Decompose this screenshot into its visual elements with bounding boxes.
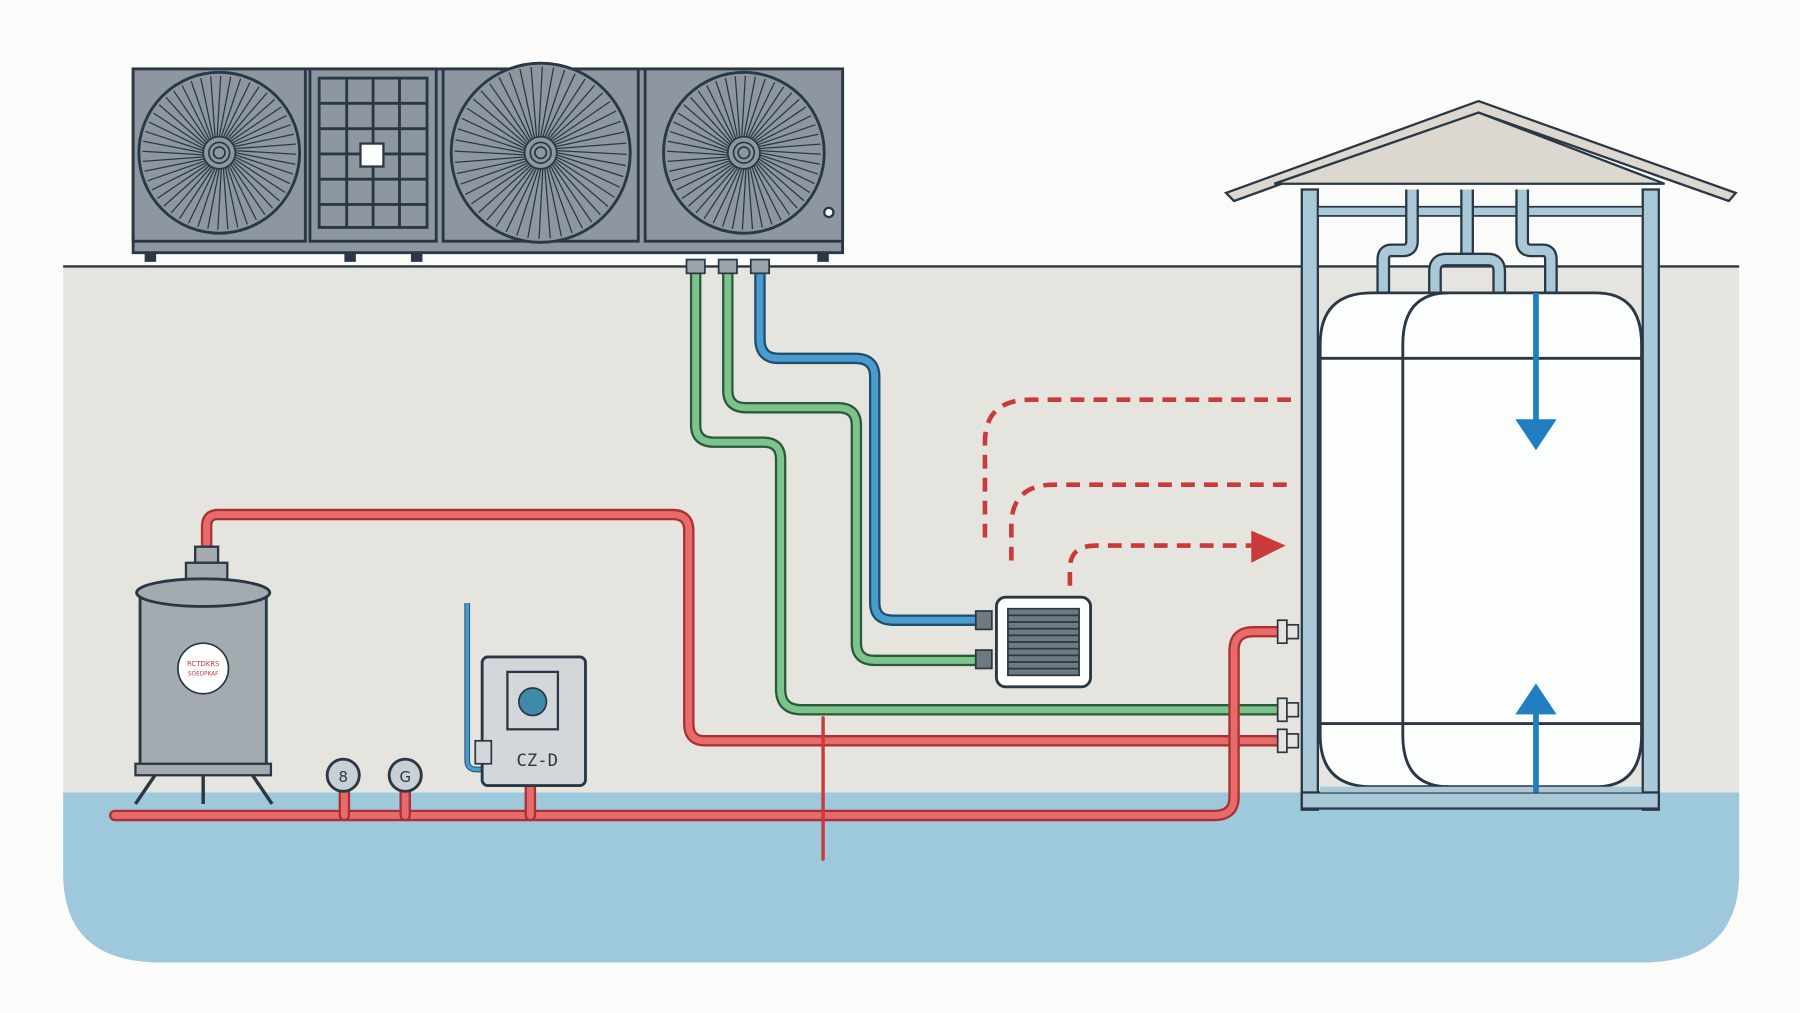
fan-3 bbox=[662, 70, 826, 235]
controller-label: CZ-D bbox=[517, 751, 558, 771]
gauge-2: G bbox=[387, 757, 423, 793]
indicator-light bbox=[359, 142, 385, 168]
refrigerant-pipes bbox=[689, 260, 1286, 716]
roof bbox=[1223, 99, 1738, 203]
gauge-1-glyph: 8 bbox=[338, 768, 347, 786]
heat-exchanger bbox=[974, 595, 1092, 689]
pipe-fittings bbox=[685, 258, 770, 275]
tank-connectors bbox=[1276, 619, 1300, 754]
flow-arrow-head bbox=[1251, 530, 1286, 563]
pressure-tank-label bbox=[177, 642, 230, 695]
pressure-tank-label-line2: SOEDPKAF bbox=[188, 671, 219, 677]
tank-arrow-down bbox=[1515, 292, 1557, 451]
floor bbox=[63, 792, 1740, 963]
controller: CZ-D bbox=[464, 602, 587, 788]
fan-1 bbox=[137, 70, 302, 235]
pressure-tank-label-line1: RCTDKRS bbox=[187, 660, 219, 668]
heat-flow-arrows bbox=[982, 397, 1295, 586]
storage-tank bbox=[1318, 291, 1644, 793]
tank-arrow-up bbox=[1515, 683, 1557, 793]
hot-water-pipes bbox=[109, 508, 1286, 861]
fan-2 bbox=[449, 61, 632, 244]
storage-shed bbox=[1223, 99, 1738, 811]
gauge-2-glyph: G bbox=[399, 768, 411, 786]
gauge-1: 8 bbox=[325, 757, 361, 793]
controller-dial bbox=[518, 687, 548, 717]
pressure-tank: RCTDKRS SOEDPKAF bbox=[134, 545, 274, 805]
